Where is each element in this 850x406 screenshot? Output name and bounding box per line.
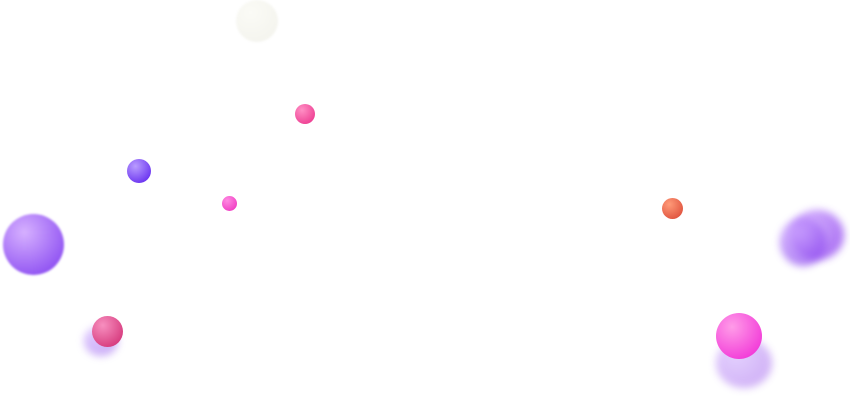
violet-orb-right-blurred-b <box>780 218 826 266</box>
pink-orb-small-top <box>295 104 315 124</box>
violet-orb-left <box>127 159 151 183</box>
rose-orb-bottom-left <box>92 316 123 347</box>
magenta-orb-large-bottom-right <box>716 313 762 359</box>
faint-white-orb <box>236 0 278 42</box>
magenta-orb-tiny <box>222 196 237 211</box>
coral-orb-right <box>662 198 683 219</box>
lavender-orb-large-blurred <box>3 214 64 275</box>
